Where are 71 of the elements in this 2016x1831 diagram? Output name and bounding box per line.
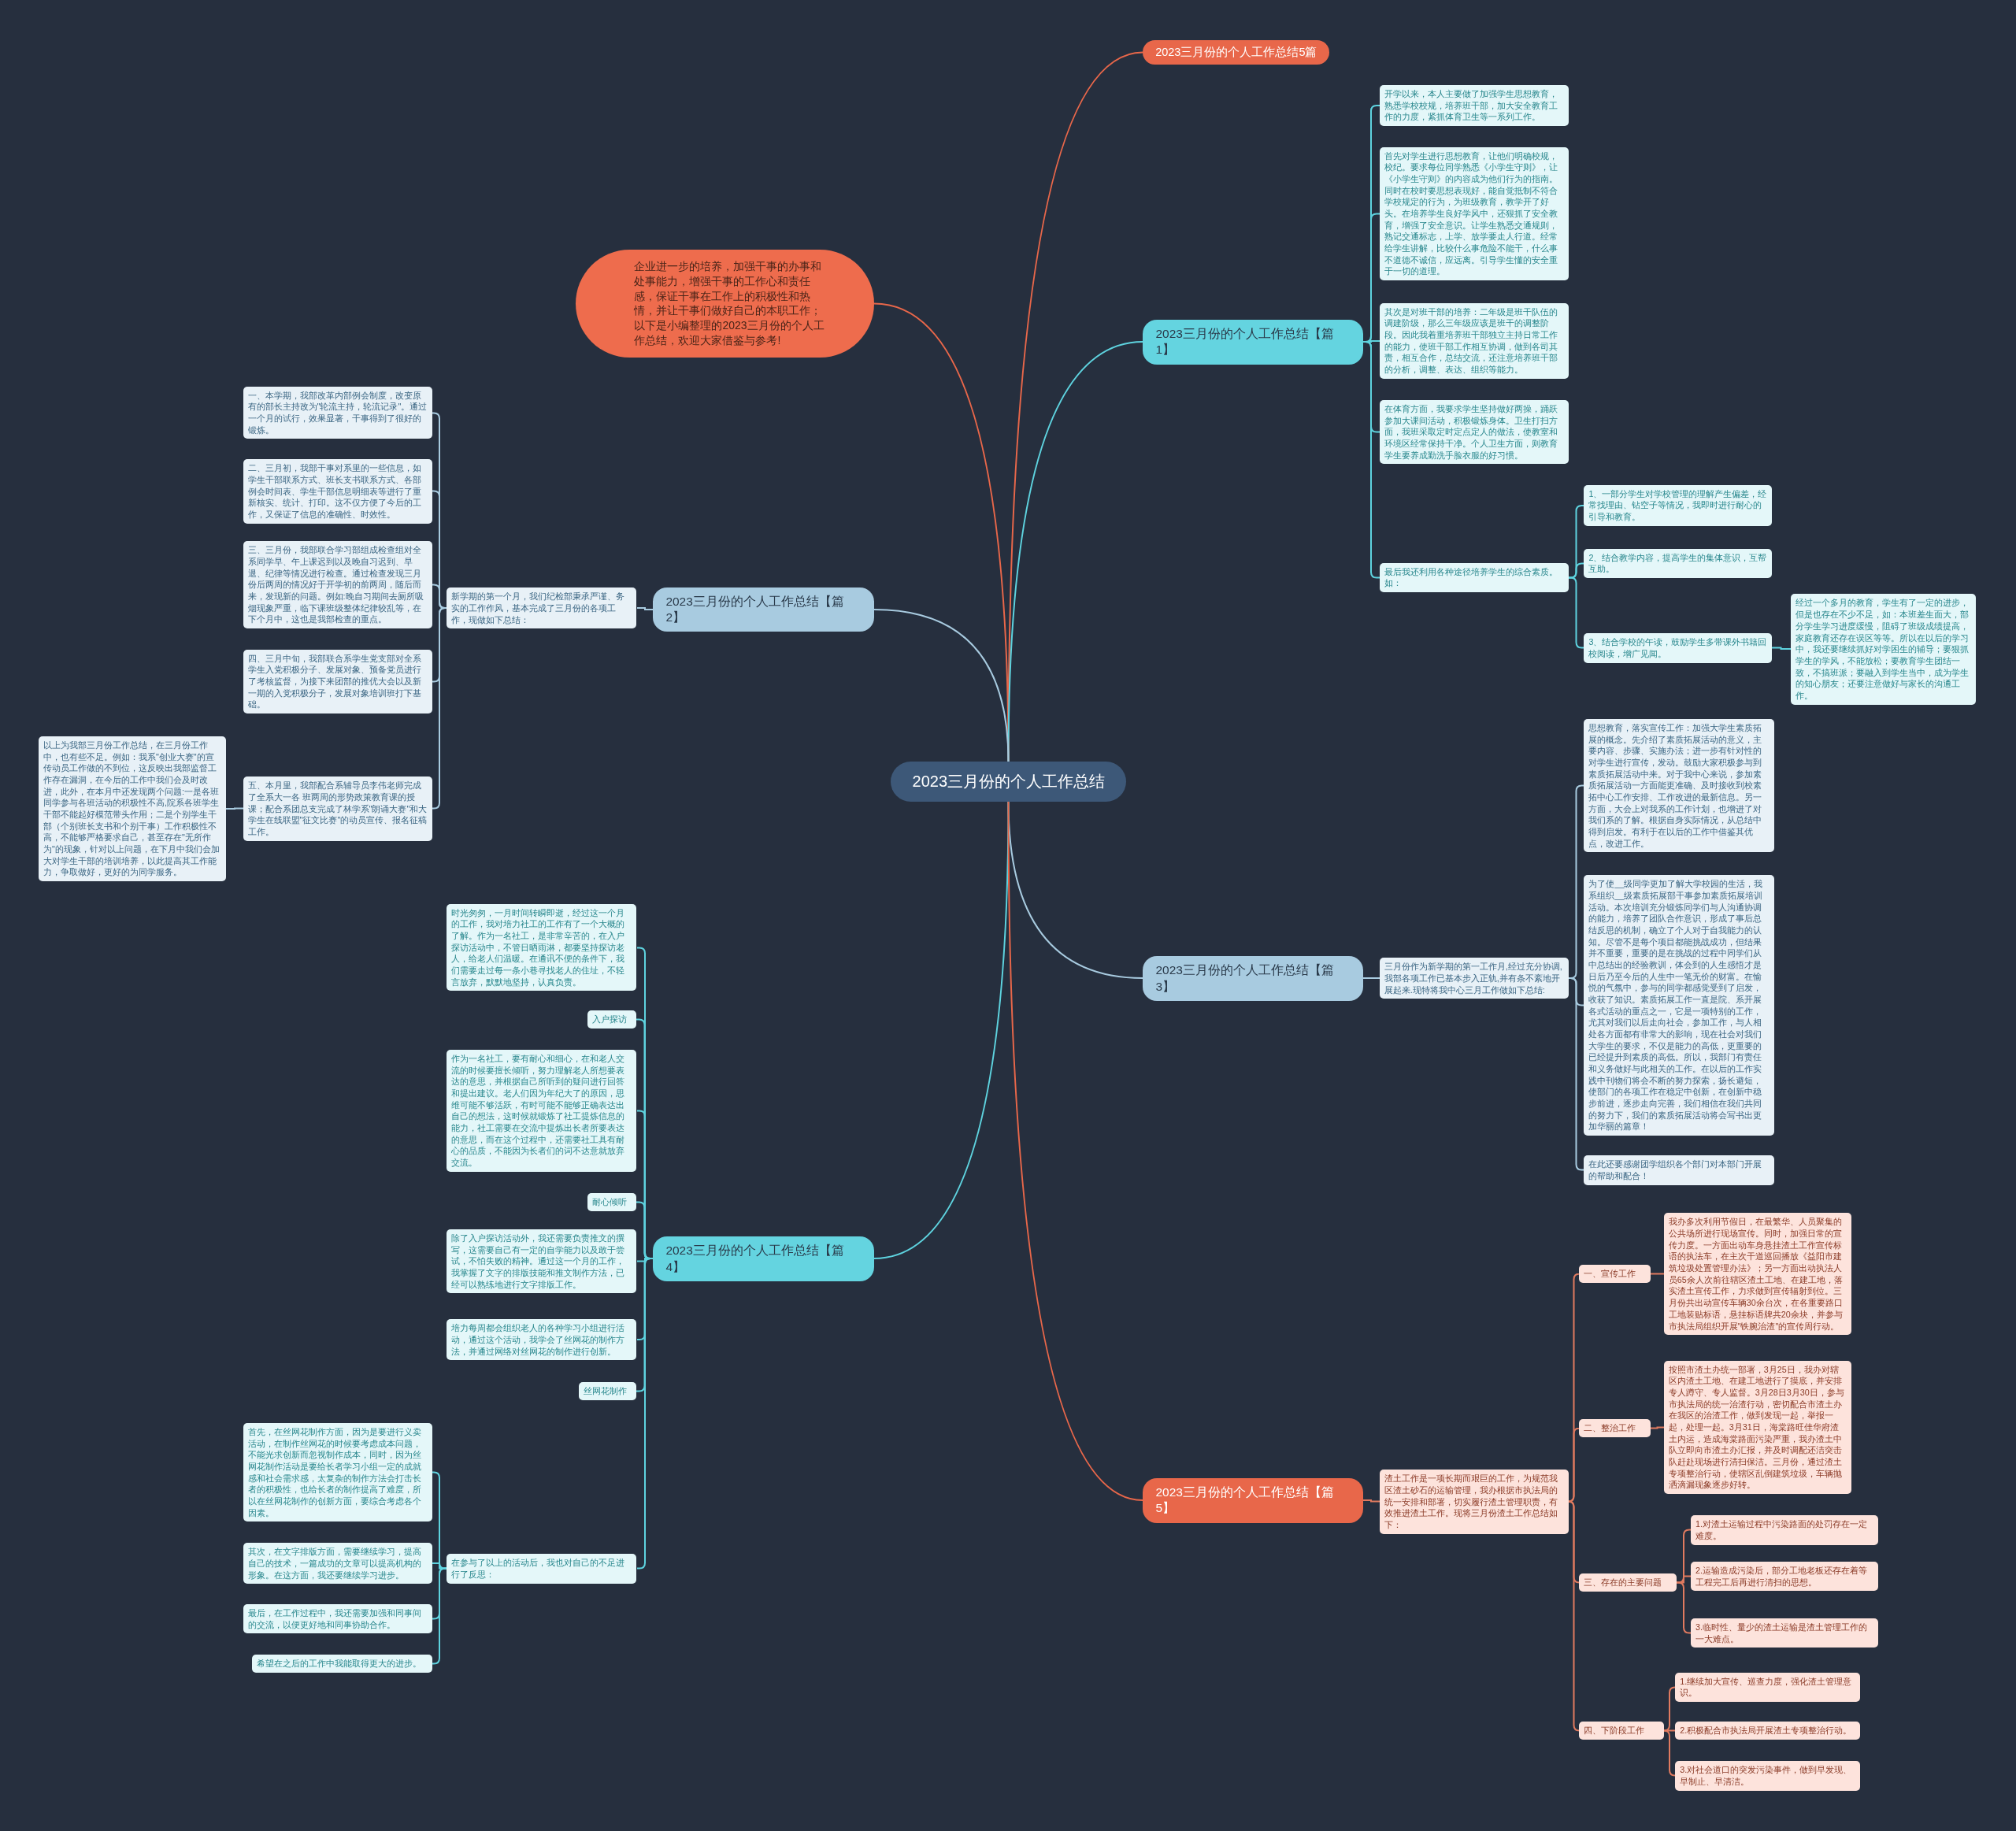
note-box: 新学期的第一个月，我们纪检部秉承严谨、务实的工作作风，基本完成了三月份的各项工作，现做如下总结： [446,587,637,629]
note-box: 四、三月中旬，我部联合系学生党支部对全系学生入党积极分子、发展对象、预备党员进行了考核监督，为接下来团部的推优大会以及新一期的入党积极分子，发展对象培训班打下基础。 [243,649,432,714]
connector-line [432,1567,447,1665]
note-box: 2.积极配合市执法局开展渣土专项整治行动。 [1675,1722,1861,1740]
note-box: 入户探访 [587,1010,637,1029]
topic-pill: 2023三月份的个人工作总结5篇 [1143,40,1330,65]
note-box: 最后我还利用各种途径培养学生的综合素质。如： [1379,562,1569,592]
note-box: 二、三月初，我部干事对系里的一些信息，如学生干部联系方式、班长支书联系方式、各部例会时间表、学生干部信息明细表等进行了重新核实、统计、打印。这不仅方便了今后的工作，又保证了信息的准确性、时效性。 [243,459,432,524]
note-box: 四、下阶段工作 [1578,1722,1664,1740]
note-box: 在参与了以上的活动后，我也对自己的不足进行了反思： [446,1554,637,1584]
connector-line [873,609,1010,762]
connector-line [1362,1499,1380,1503]
note-box: 按照市渣土办统一部署，3月25日，我办对辖区内渣土工地、在建工地进行了摸底，并安排专人蹲守、专人监督。3月28日3月30日，参与市执法局的统一治渣行动，密切配合市渣土办在我区的治渣工作，做到发现一起，举报一起，处理一起。3月31日，海棠路旺佳华府渣土内运，造成海棠路面污染严重，我办渣土中队立即向市渣土办汇报，并及时调配还洁突击队赶赴现场进行清扫保洁。三月份，通过渣土专项整治行动，使辖区乱倒建筑垃圾，车辆抛洒滴漏现象逐步好转。 [1663,1360,1851,1495]
connector-line [1663,1729,1676,1777]
intro-bubble: 企业进一步的培养，加强干事的办事和处事能力，增强干事的工作心和责任感，保证干事在工作上的积极性和热情，并让干事们做好自己的本职工作；以下是小编整理的2023三月份的个人工作总结，欢迎大家借鉴与参考! [576,249,875,358]
note-box: 经过一个多月的教育，学生有了一定的进步，但是也存在不少不足，如：本班差生面大，部分学生学习进度缓慢，阻碍了班级成绩提高，家庭教育还存在误区等等。所以在以后的学习中，我还要继续抓好对学困生的辅导；要狠抓学生的学风，不能放松；要教育学生团结一致，不搞班派；要融入到学生当中，成为学生的知心朋友；还要注意做好与家长的沟通工作。 [1791,594,1977,705]
connector-line [1650,1273,1665,1275]
branch-pill: 2023三月份的个人工作总结【篇5】 [1143,1478,1363,1523]
note-box: 其次是对班干部的培养：二年级是班干队伍的调建阶级，那么三年级应该是班干的调整阶段。因此我着重培养班干部独立主持日常工作的能力，使班干部工作相互协调，做到各司其责，相互合作，总结交流，还注意培养班干部的分析，调整、表达、组织等能力。 [1379,302,1569,379]
connector-line [1650,1426,1665,1429]
branch-pill: 2023三月份的个人工作总结【篇2】 [653,587,875,632]
note-box: 三月份作为新学期的第一工作月,经过充分协调,我部各项工作已基本步入正轨,并有条不紊地开展起来.现特将我中心三月工作做如下总结: [1379,958,1569,999]
note-box: 培力每周都会组织老人的各种学习小组进行活动，通过这个活动，我学会了丝网花的制作方法，并通过网络对丝网花的制作进行创新。 [446,1319,637,1361]
note-box: 2.运输造成污染后，部分工地老板还存在着等工程完工后再进行清扫的思想。 [1690,1562,1879,1592]
connector-line [1676,1581,1692,1634]
note-box: 首先，在丝网花制作方面，因为是要进行义卖活动，在制作丝网花的时候要考虑成本问题，不能光求创新而忽视制作成本，同时，因为丝网花制作活动是要给长者学习小组一定的成就感和社会需求感，太复杂的制作方法会打击长者的积极性，也给长者的制作提高了难度，所以在丝网花制作的创新方面，要综合考虑各个因素。 [243,1422,432,1522]
connector-line [1676,1529,1692,1584]
note-box: 在此还要感谢团学组织各个部门对本部门开展的帮助和配合！ [1584,1155,1775,1185]
connector-line [1770,647,1792,650]
note-box: 丝网花制作 [578,1382,637,1400]
note-box: 其次，在文字排版方面，需要继续学习，提高自己的技术，一篇成功的文章可以提高机构的形象。在这方面，我还要继续学习进步。 [243,1543,432,1585]
connector-line [432,1471,447,1570]
branch-pill: 2023三月份的个人工作总结【篇1】 [1143,320,1363,365]
note-box: 3.临时性、量少的渣土运输是渣土管理工作的一大难点。 [1690,1618,1879,1648]
note-box: 一、本学期，我部改革内部例会制度，改变原有的部长主持改为"轮流主持，轮流记录"。通过一个月的试行，效果显著，干事得到了很好的锻炼。 [243,386,432,439]
connector-line [636,607,654,610]
note-box: 作为一名社工，要有耐心和细心，在和老人交流的时候要擅长倾听，努力理解老人所想要表达的意思，并根据自己所听到的疑问进行回答和提出建议。老人们因为年纪大了的原因，思维可能不够活跃，有时可能不能够正确表达出自己的想法，这时候就锻炼了社工提炼信息的能力，社工需要在交流中提炼出长者所要表达的意思，而在这个过程中，还需要社工具有耐心的品质，不能因为长者们的词不达意就放弃交流。 [446,1050,637,1172]
note-box: 一、宣传工作 [1578,1265,1651,1284]
note-box: 三、存在的主要问题 [1578,1573,1677,1592]
branch-pill: 2023三月份的个人工作总结【篇4】 [653,1236,875,1281]
note-box: 开学以来，本人主要做了加强学生思想教育，熟悉学校校规，培养班干部，加大安全教育工作的力度，紧抓体育卫生等一系列工作。 [1379,84,1569,126]
connector-line [873,801,1010,1259]
note-box: 1.继续加大宣传、巡查力度，强化渣土管理意识。 [1675,1672,1861,1702]
connector-line [1362,977,1380,979]
branch-pill: 2023三月份的个人工作总结【篇3】 [1143,956,1363,1001]
connector-line [1568,576,1584,649]
note-box: 我办多次利用节假日，在最繁华、人员聚集的公共场所进行现场宣传。同时，加强日常的宣传力度。一方面出动车身悬挂渣土工作宣传标语的执法车，在主次干道巡回播放《益阳市建筑垃圾处置管理办法》；另一方面出动执法人员65余人次前往辖区渣土工地、在建工地，落实渣土宣传工作，力求做到宣传辐射到位。三月份共出动宣传车辆30余台次，在各重要路口工地装贴标语，悬挂标语牌共20余块，并参与市执法局组织开展"铁腕治渣"的宣传周行动。 [1663,1213,1851,1336]
note-box: 思想教育，落实宣传工作：加强大学生素质拓展的概念。先介绍了素质拓展活动的意义，主要内容、步骤、实施办法；进一步有针对性的对学生进行宣传，发动。鼓励大家积极参与到素质拓展活动中来。对于我中心来说，参加素质拓展活动一方面能更准确、及时接收到校素拓中心工作安排、工作改进的最新信息。另一方面，大会上对我系的工作计划，也增进了对我们系的了解。根据自身实际情况，从总结中得到启发。有利于在以后的工作中借鉴其优点，改进工作。 [1584,719,1775,853]
note-box: 以上为我部三月份工作总结，在三月份工作中，也有些不足。例如：我系"创业大赛"的宣传动员工作做的不到位，这反映出我部监督工作存在漏洞，在今后的工作中我们会及时改进，此外，在本月中还发现两个问题:一是各班同学参与各班活动的积极性不高,院系各班学生干部不能起好模范带头作用；二是个别学生干部（个别班长支书和个别干事）工作积极性不高，不能够严格要求自己，甚至存在"无所作为"的现象，针对以上问题，在下月中我们会加大对学生干部的培训培养，以此提高其工作能力，争取做好，更好的为同学服务。 [38,736,227,881]
note-box: 首先对学生进行思想教育，让他们明确校规，校纪。要求每位同学熟悉《小学生守则》，让《小学生守则》的内容成为他们行为的指南。同时在校时要思想表现好，能自觉抵制不符合学校规定的行为，为班级教育，教学开了好头。在培养学生良好学风中，还狠抓了安全教育，增强了安全意识。让学生熟悉交通规则，熟记交通标志，上学、放学要走人行道。经常给学生讲解，比较什么事危险不能干，什么事不道德不诚信，应远离。引导学生懂的安全重于一切的道理。 [1379,146,1569,280]
note-box: 3、结合学校的午读，鼓励学生多带课外书籍回校阅读，增广见闻。 [1584,633,1772,663]
note-box: 时光匆匆，一月时间转瞬即逝，经过这一个月的工作，我对培力社工的工作有了一个大概的了解。作为一名社工，是非常辛苦的，在入户探访活动中，不管日晒雨淋，都要坚持探访老人，给老人们温暖。在通讯不便的条件下，我们需要走过每一条小巷寻找老人的住址，不轻言放弃，默默地坚持，认真负责。 [446,903,637,991]
note-box: 为了使__级同学更加了解大学校园的生活，我系组织__级素质拓展部干事参加素质拓展培训活动。本次培训充分锻炼同学们与人沟通协调的能力，培养了团队合作意识，形成了事后总结反思的机制，确立了个人对于自我能力的认知。尽管不是每个项目都能挑战成功，但结果并不重要，重要的是在挑战的过程中同学们从中总结出的经验教训，体会到的人生感悟才是日后乃至今后的人生中一笔无价的财富。在愉悦的气氛中，参与的同学都感觉受到了启发，收获了知识。素质拓展工作一直是院、系开展各式活动的重点之一，它是一项特别的工作，尤其对我们以后走向社会，参加工作，与人相处各方面都有非常大的影响，现在社会对我们大学生的要求，不仅是能力的高低，更重要的已经提升到素质的高低。所以，我部门有责任和义务做好与此相关的工作。在以后的工作实践中刊物们将会不断的努力探索，扬长避短，使部门的各项工作在稳定中创新，在创新中稳步前进，逐步走向完善，我们相信在我们共同的努力下，我们的素质拓展活动将会写书出更加华丽的篇章！ [1584,875,1775,1136]
note-box: 1、一部分学生对学校管理的理解产生偏差，经常找理由、钻空子等情况，我即时进行耐心的引导和教育。 [1584,484,1772,526]
connector-line [432,607,447,810]
central-topic: 2023三月份的个人工作总结 [891,762,1127,802]
note-box: 2、结合教学内容，提高学生的集体意识，互帮互助。 [1584,548,1772,578]
connector-line [1663,1686,1676,1732]
note-box: 最后，在工作过程中，我还需要加强和同事间的交流，以便更好地和同事协助合作。 [243,1604,432,1634]
note-box: 在体育方面，我要求学生坚持做好两操，踊跃参加大课间活动，积极锻炼身体。卫生打扫方面，我班采取定时定点定人的做法，使教室和环境区经常保持干净。个人卫生方面，则教育学生要养成勤洗手脸衣服的好习惯。 [1379,400,1569,465]
note-box: 耐心倾听 [587,1193,637,1211]
note-box: 3.对社会道口的突发污染事件，做到早发现、早制止、早清洁。 [1675,1761,1861,1791]
note-box: 二、整治工作 [1578,1419,1651,1438]
note-box: 希望在之后的工作中我能取得更大的进步。 [252,1655,432,1673]
note-box: 三、三月份，我部联合学习部组成检查组对全系同学早、午上课迟到以及晚自习迟到、早退、纪律等情况进行检查。通过检查发现三月份后两周的情况好于开学初的前两周，随后而来，发现新的问题。例如:晚自习期间去厕所吸烟现象严重，临下课班级整体纪律较乱等，在下个月中，这也是我部检查的重点。 [243,541,432,629]
note-box: 渣土工作是一项长期而艰巨的工作，为规范我区渣土砂石的运输管理，我办根据市执法局的统一安排和部署，切实履行渣土管理职责，有效推进渣土工作。现将三月份渣土工作总结如下： [1379,1470,1569,1534]
note-box: 五、本月里，我部配合系辅导员李伟老师完成了全系大一各 班两周的形势政策教育课的授课；配合系团总支完成了林学系"朗诵大赛"和大学生在线联盟"征文比赛"的动员宣传、报名征稿工作。 [243,777,432,841]
note-box: 除了入户探访活动外，我还需要负责推文的撰写，这需要自己有一定的自学能力以及敢于尝试，不怕失败的精神。通过这一个月的工作，我掌握了文字的排版技能和推文制作方法，已经可以熟练地进行文字排版工作。 [446,1229,637,1294]
connector-line [1007,801,1143,1501]
note-box: 1.对渣土运输过程中污染路面的处罚存在一定难度。 [1690,1515,1879,1545]
connector-line [225,807,244,810]
